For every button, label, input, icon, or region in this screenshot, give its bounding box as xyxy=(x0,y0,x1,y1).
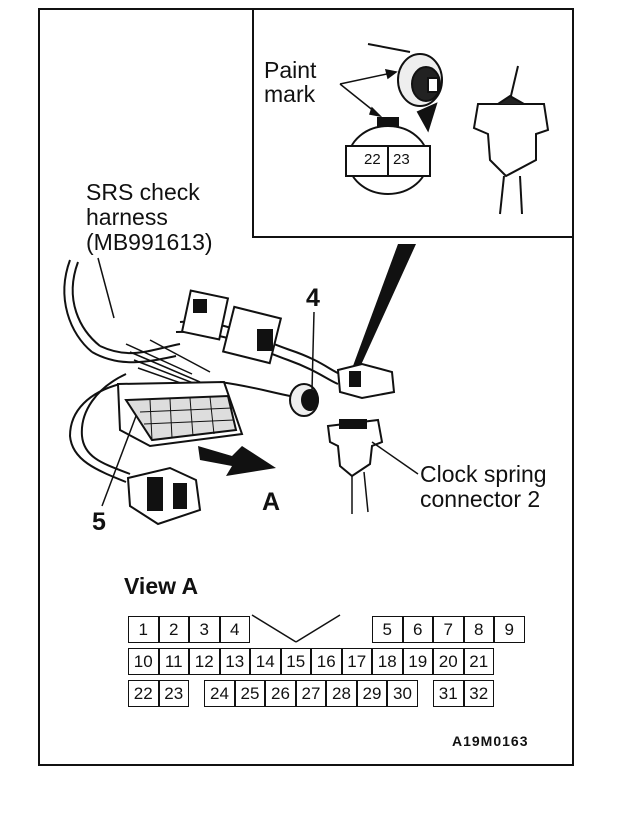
detail-inset xyxy=(252,8,574,238)
pin-cell: 27 xyxy=(295,680,327,707)
pin-cell: 25 xyxy=(234,680,266,707)
harness-label-leader xyxy=(97,257,115,319)
clock-spring-connector xyxy=(326,418,384,514)
pin-cell: 22 xyxy=(128,680,159,707)
pin-cell: 11 xyxy=(158,648,189,675)
pin-cell: 8 xyxy=(463,616,494,643)
inset-pin-22: 22 xyxy=(364,151,381,168)
pin-cell: 7 xyxy=(433,616,464,643)
pin-cell: 1 xyxy=(128,616,159,643)
pin-cell: 6 xyxy=(402,616,433,643)
pin-cell: 5 xyxy=(372,616,403,643)
small-connector xyxy=(126,466,202,526)
callout-4-leader xyxy=(311,311,315,391)
pin-cell: 15 xyxy=(280,648,311,675)
pin-cell: 16 xyxy=(311,648,342,675)
pin-cell: 30 xyxy=(387,680,418,707)
pin-cell: 3 xyxy=(189,616,220,643)
clock-spring-label-line2: connector 2 xyxy=(420,486,541,512)
connector-face-notch xyxy=(251,614,341,643)
inset-connector-side xyxy=(472,65,550,215)
pin-cell: 23 xyxy=(158,680,189,707)
pin-cell: 10 xyxy=(128,648,159,675)
pin-cell: 9 xyxy=(494,616,525,643)
pin-cell: 32 xyxy=(463,680,494,707)
zoom-beam xyxy=(350,244,416,376)
arrow-a-label: A xyxy=(262,488,281,516)
paint-mark-label-line2: mark xyxy=(264,81,316,107)
view-a-arrow xyxy=(198,446,276,476)
inset-pin-23: 23 xyxy=(393,151,410,168)
main-connector xyxy=(116,380,244,448)
clock-spring-label-line1: Clock spring xyxy=(420,461,547,487)
callout-4: 4 xyxy=(306,284,320,312)
pin-cell: 20 xyxy=(433,648,464,675)
pin-cell: 26 xyxy=(265,680,296,707)
pin-cell: 24 xyxy=(204,680,235,707)
diagram-frame xyxy=(38,8,574,766)
pin-cell: 28 xyxy=(326,680,357,707)
upper-connectors xyxy=(180,289,283,365)
harness-label-line1: SRS check xyxy=(86,179,200,205)
pin-cell: 19 xyxy=(402,648,433,675)
pin-cell: 31 xyxy=(433,680,464,707)
pin-cell: 17 xyxy=(341,648,372,675)
view-a-title: View A xyxy=(124,573,199,599)
pin-cell: 21 xyxy=(463,648,494,675)
mating-connector xyxy=(336,362,396,400)
pin-cell: 13 xyxy=(219,648,250,675)
pin-cell: 14 xyxy=(250,648,281,675)
paint-mark-pointers xyxy=(339,69,398,118)
inset-connector-front xyxy=(345,43,443,195)
paint-mark-label-line1: Paint xyxy=(264,57,317,83)
figure-code: A19M0163 xyxy=(452,733,529,749)
pin-cell: 4 xyxy=(219,616,250,643)
pin-cell: 2 xyxy=(158,616,189,643)
pin-cell: 18 xyxy=(372,648,403,675)
harness-label-line2: harness xyxy=(86,204,168,230)
callout-5: 5 xyxy=(92,508,106,536)
pin-cell: 29 xyxy=(356,680,388,707)
round-connector xyxy=(289,383,319,417)
clock-spring-leader xyxy=(371,441,419,475)
harness-label-line3: (MB991613) xyxy=(86,229,213,255)
callout-5-leader xyxy=(101,415,137,507)
harness-cables xyxy=(63,259,341,483)
pin-cell: 12 xyxy=(189,648,220,675)
